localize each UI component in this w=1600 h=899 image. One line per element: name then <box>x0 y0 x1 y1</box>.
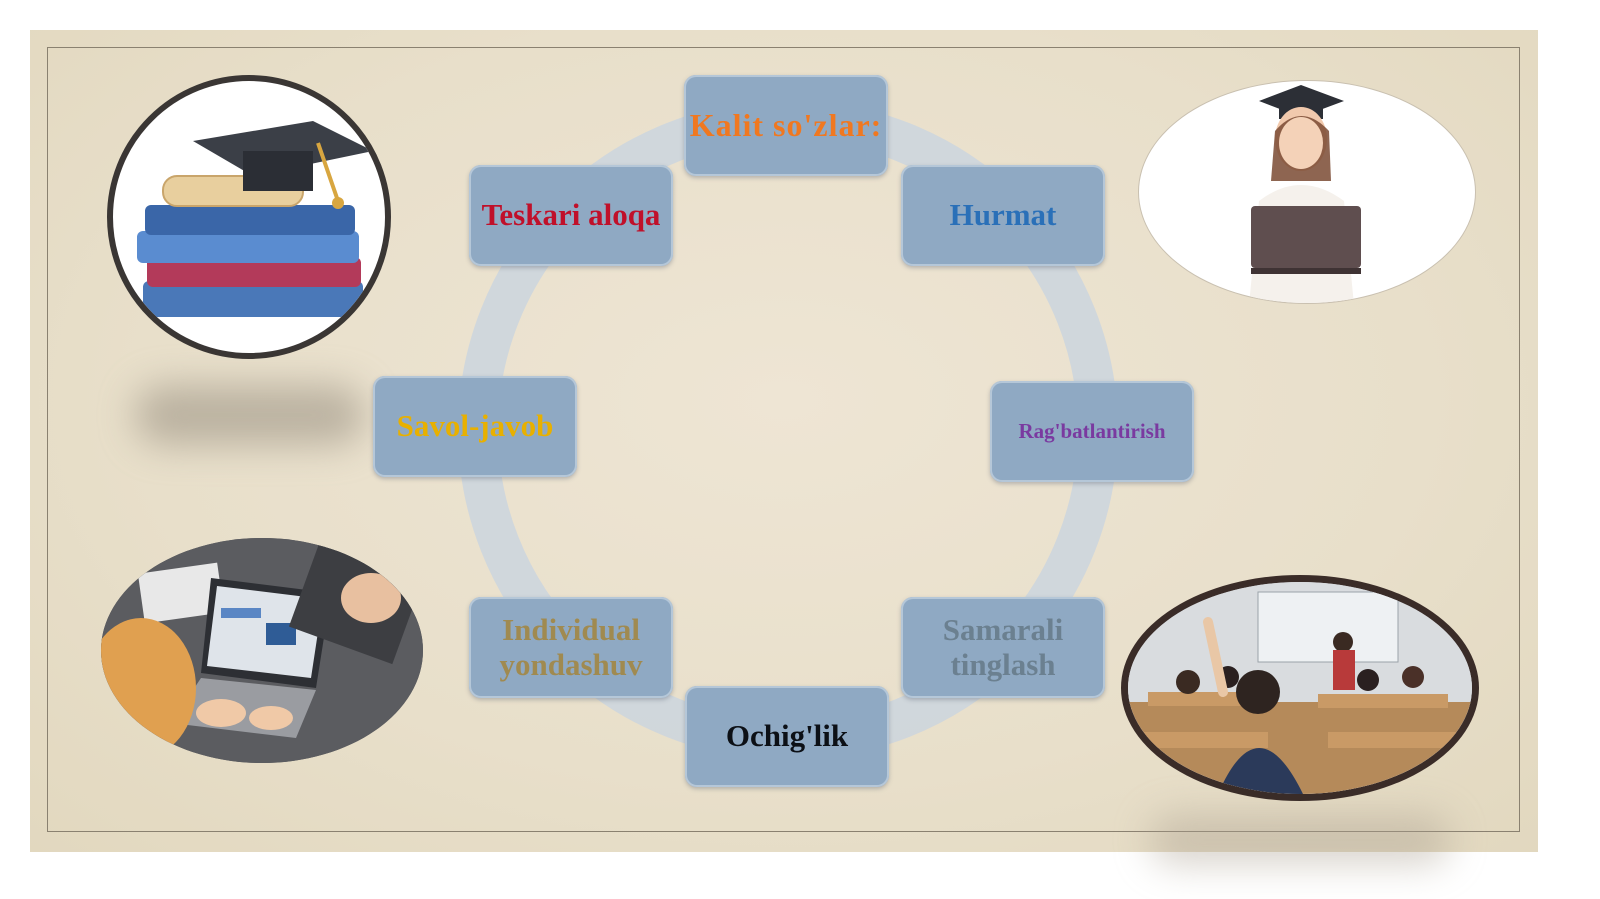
laptop-students-icon <box>101 538 423 763</box>
slide-frame <box>47 47 1520 832</box>
graduate-woman-laptop-icon <box>1138 80 1476 304</box>
item-box-individual-yondashuv: Individual yondashuv <box>469 597 673 698</box>
item-box-savol-javob: Savol-javob <box>373 376 577 477</box>
item-label: Samarali tinglash <box>942 612 1064 682</box>
item-box-hurmat: Hurmat <box>901 165 1105 266</box>
classroom-raised-hand-icon <box>1121 575 1479 801</box>
books-graduation-cap-icon <box>107 75 391 359</box>
center-keywords-box: Kalit so'zlar: <box>684 75 888 176</box>
shadow-bottom-right <box>1150 815 1450 865</box>
item-box-samarali-tinglash: Samarali tinglash <box>901 597 1105 698</box>
item-label: Individual yondashuv <box>499 612 643 682</box>
item-label: Hurmat <box>949 197 1057 233</box>
item-box-ochiglik: Ochig'lik <box>685 686 889 787</box>
item-label: Ochig'lik <box>725 718 849 754</box>
item-box-ragbatlantirish: Rag'batlantirish <box>990 381 1194 482</box>
item-label: Savol-javob <box>396 408 554 444</box>
center-keywords-label: Kalit so'zlar: <box>689 106 883 143</box>
item-box-teskari-aloqa: Teskari aloqa <box>469 165 673 266</box>
item-label: Teskari aloqa <box>481 197 661 233</box>
item-label: Rag'batlantirish <box>1018 418 1166 443</box>
shadow-left <box>135 385 365 445</box>
